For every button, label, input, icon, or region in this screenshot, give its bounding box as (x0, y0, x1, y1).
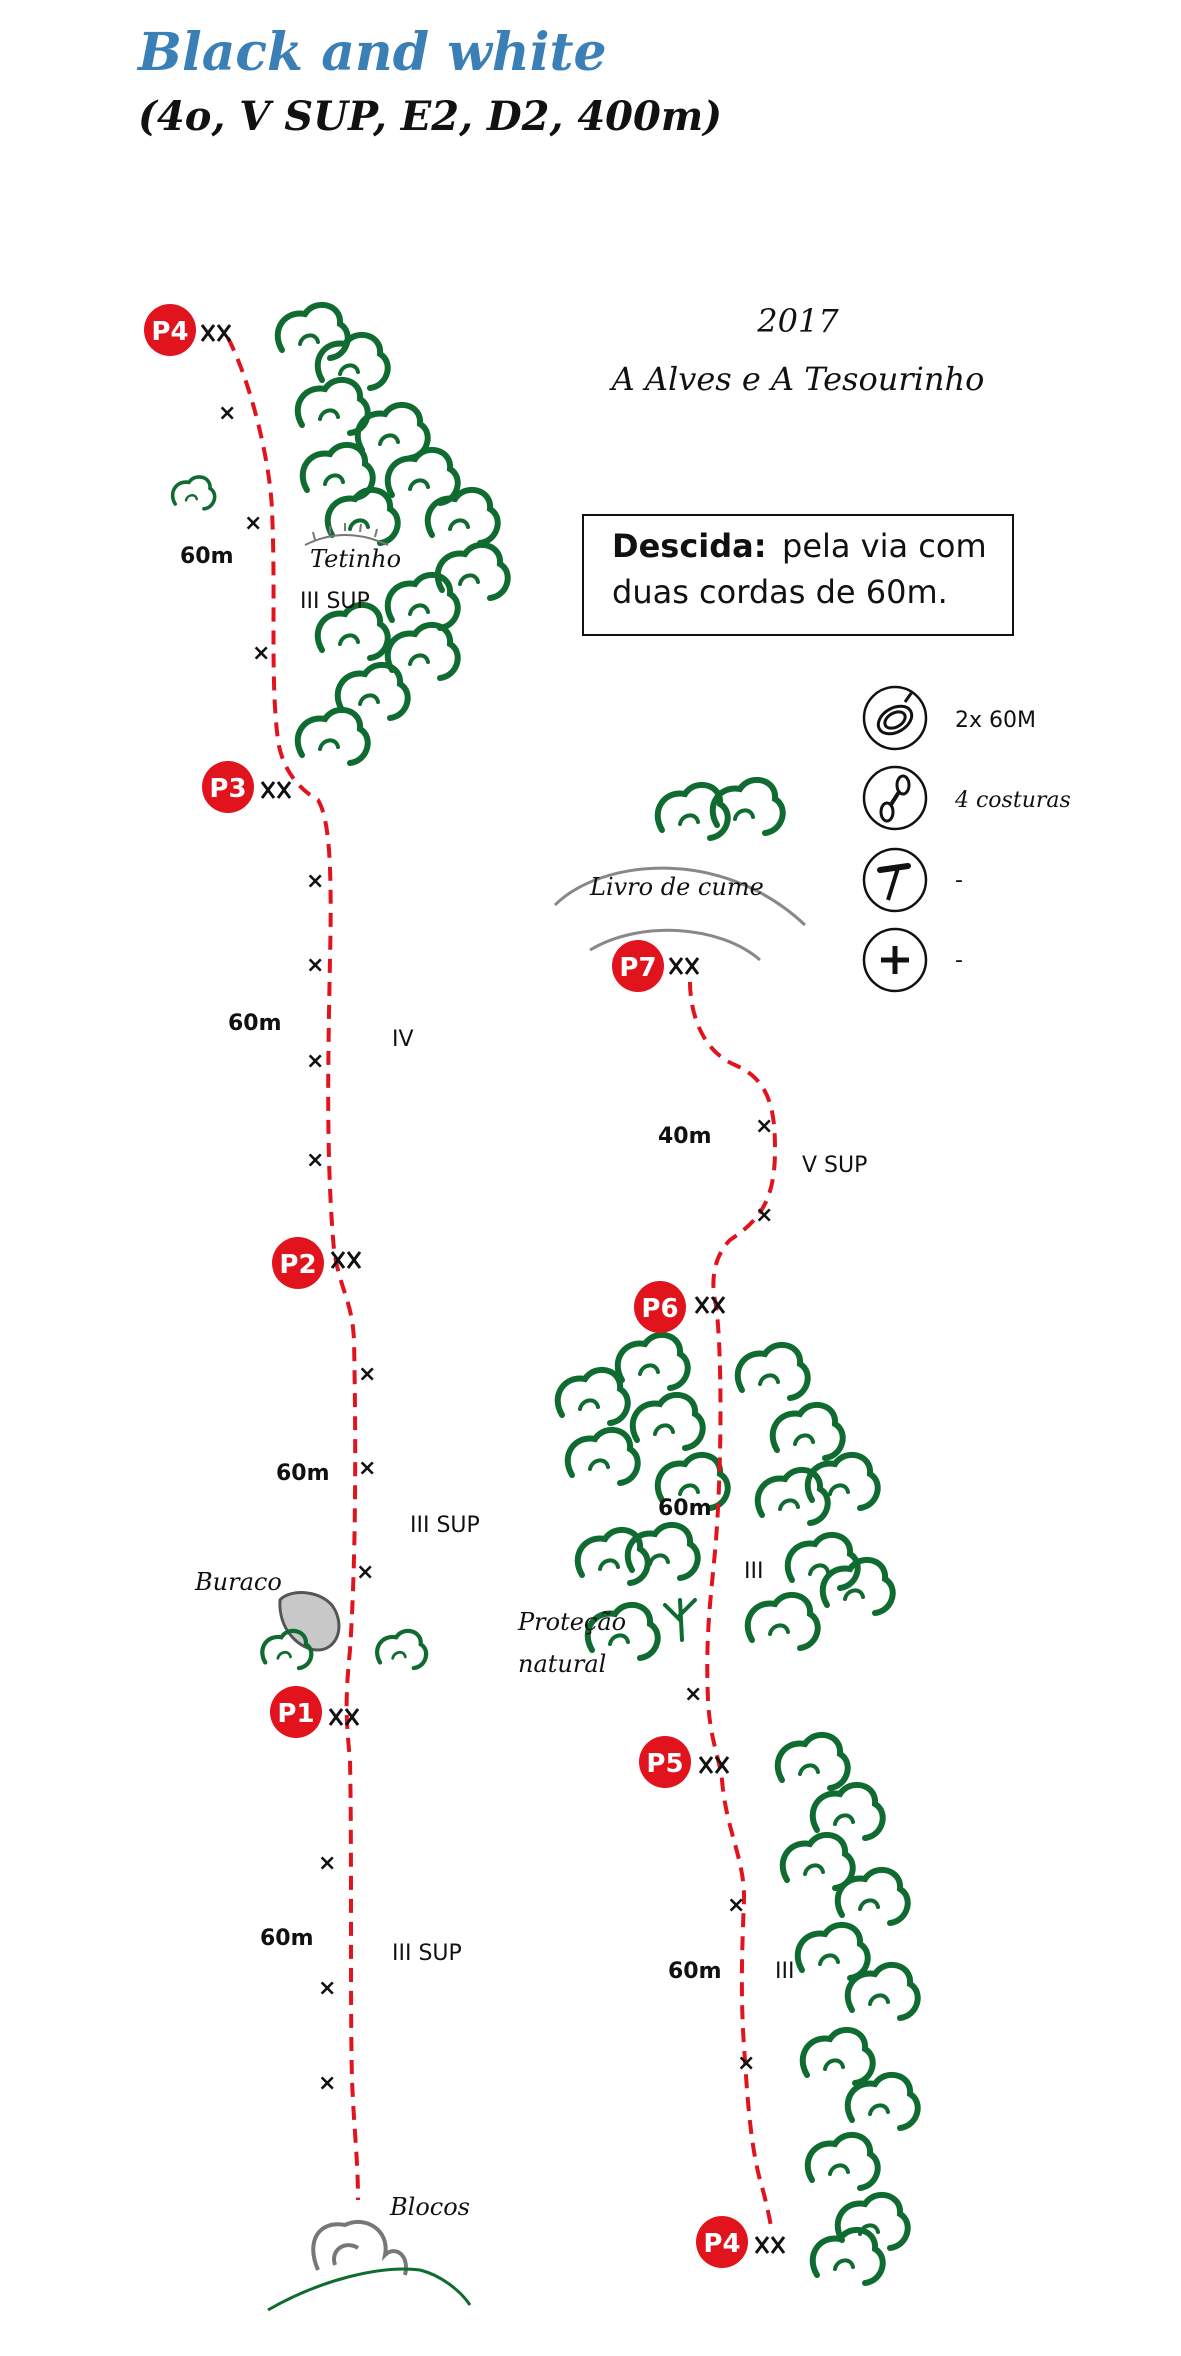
pitch-length: 60m (260, 1926, 314, 1951)
belay-label: P3 (209, 774, 246, 804)
bolt: × (218, 401, 236, 426)
bolt: × (358, 1456, 376, 1481)
rope-icon (876, 691, 914, 736)
bolt: × (252, 641, 270, 666)
topo-title: Black and white (136, 22, 607, 83)
gear-item-extra: - (862, 927, 963, 993)
bolt: × (755, 1114, 773, 1139)
pitch-grade: III (744, 1559, 763, 1584)
bolt: × (244, 511, 262, 536)
belay-p5: P5 (639, 1736, 730, 1788)
route-left (226, 337, 360, 2201)
blocos-label: Blocos (389, 2193, 470, 2221)
bolt: × (755, 1203, 773, 1228)
gear-label-quickdraws: 4 costuras (954, 788, 1071, 813)
piton-hammer-icon (877, 863, 911, 901)
bolt: × (318, 1851, 336, 1876)
gear-label-rope: 2x 60M (955, 708, 1036, 733)
bolt: × (306, 869, 324, 894)
belay-p4-bottom: P4 (696, 2216, 786, 2268)
blocos-feature: Blocos (267, 2193, 472, 2312)
belay-p3: P3 (202, 761, 292, 813)
pitch-grade: IV (392, 1027, 414, 1052)
bolts-right: × × × × × (684, 1114, 773, 2076)
pitch-grade: III (775, 1959, 794, 1984)
buraco-feature: Buraco (194, 1568, 426, 1668)
belay-p2: P2 (272, 1237, 362, 1289)
pitch-grade: V SUP (802, 1153, 867, 1178)
gear-list: 2x 60M 4 costuras - - (862, 685, 1071, 993)
quickdraw-icon (879, 774, 911, 823)
vegetation-right-middle (558, 1335, 893, 1658)
livro-label: Livro de cume (589, 873, 764, 901)
bolt: × (318, 1976, 336, 2001)
pitch-length: 40m (658, 1124, 712, 1149)
natural-protection-feature: Proteção natural (517, 1608, 626, 1678)
belay-label: P6 (641, 1294, 678, 1324)
pitch-grade: III SUP (300, 589, 370, 614)
gear-label-extra: - (955, 948, 963, 973)
year-text: 2017 (756, 302, 839, 340)
belay-p1: P1 (270, 1686, 360, 1738)
gear-item-rope: 2x 60M (862, 685, 1036, 751)
belay-label: P5 (646, 1749, 683, 1779)
belay-label: P7 (619, 953, 656, 983)
summit-feature: Livro de cume (553, 780, 807, 962)
bolt: × (727, 1893, 745, 1918)
bolt: × (356, 1560, 374, 1585)
bolt: × (306, 953, 324, 978)
protecao-label-1: Proteção (517, 1608, 626, 1636)
pitch-grade: III SUP (392, 1941, 462, 1966)
topo-subtitle: (4o, V SUP, E2, D2, 400m) (138, 93, 722, 140)
bolt: × (737, 2051, 755, 2076)
descent-label: Descida: (612, 527, 767, 565)
pitch-length: 60m (276, 1461, 330, 1486)
bolts-left: × × × × × × × × × × × × × (218, 401, 376, 2096)
belay-label: P4 (703, 2229, 740, 2259)
descent-text-2: duas cordas de 60m. (612, 573, 948, 611)
belay-p7: P7 (612, 940, 700, 992)
gear-item-quickdraws: 4 costuras (862, 765, 1071, 831)
tetinho-label: Tetinho (310, 545, 401, 573)
bolt: × (306, 1049, 324, 1074)
protecao-label-2: natural (518, 1650, 606, 1678)
tetinho-feature: Tetinho (304, 523, 401, 573)
pitch-length: 60m (180, 544, 234, 569)
bolt: × (318, 2071, 336, 2096)
descent-text-1: pela via com (782, 527, 987, 565)
bolt: × (684, 1682, 702, 1707)
pitch-length: 60m (228, 1011, 282, 1036)
gear-item-piton: - (862, 847, 963, 913)
authors-text: A Alves e A Tesourinho (609, 360, 985, 398)
belay-label: P2 (279, 1250, 316, 1280)
bolt: × (306, 1148, 324, 1173)
pitch-length: 60m (658, 1496, 712, 1521)
pitch-grade: III SUP (410, 1513, 480, 1538)
belay-p4-top: P4 (144, 304, 232, 356)
vegetation-right-bottom (778, 1735, 918, 2283)
bolt: × (358, 1362, 376, 1387)
gear-label-piton: - (955, 868, 963, 893)
plus-icon (881, 946, 909, 974)
belay-p6: P6 (634, 1281, 726, 1333)
belay-label: P4 (151, 317, 188, 347)
belay-label: P1 (277, 1699, 314, 1729)
route-right (688, 981, 778, 2233)
vegetation-left-top (170, 305, 508, 763)
buraco-label: Buraco (194, 1568, 282, 1596)
descent-box: Descida: pela via com duas cordas de 60m… (582, 514, 1014, 636)
pitch-length: 60m (668, 1959, 722, 1984)
